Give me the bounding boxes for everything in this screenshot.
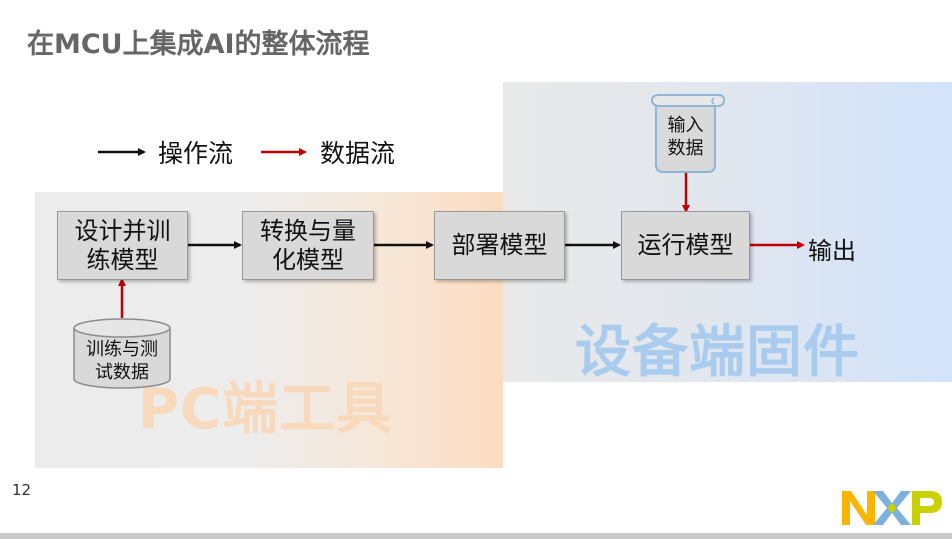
pc-tools-label: PC端工具 xyxy=(138,377,394,442)
legend-data-flow-label: 数据流 xyxy=(320,139,396,168)
dataset-label-line1: 训练与测 xyxy=(86,339,158,360)
node-design-train-line1: 设计并训 xyxy=(74,216,171,245)
footer-bar xyxy=(0,533,952,539)
node-deploy-model: 部署模型 xyxy=(434,211,565,280)
slide-title: 在MCU上集成AI的整体流程 xyxy=(27,29,370,60)
node-design-train-line2: 练模型 xyxy=(86,245,159,274)
nxp-logo xyxy=(842,491,942,525)
node-convert-quantize-line1: 转换与量 xyxy=(260,216,356,245)
device-firmware-label: 设备端固件 xyxy=(575,320,860,385)
node-deploy-label: 部署模型 xyxy=(451,231,548,260)
node-output-label: 输出 xyxy=(808,237,856,265)
node-convert-quantize-line2: 化模型 xyxy=(272,245,344,274)
input-data-line2: 数据 xyxy=(667,138,704,160)
dataset-cylinder xyxy=(73,318,171,389)
dataset-label: 训练与测 试数据 xyxy=(74,338,170,385)
legend-control-flow-label: 操作流 xyxy=(158,139,234,168)
node-run-model: 运行模型 xyxy=(621,211,750,280)
input-data-scroll xyxy=(650,94,726,173)
node-design-train-model: 设计并训 练模型 xyxy=(57,211,188,280)
input-data-line1: 输入 xyxy=(667,115,704,136)
page-number: 12 xyxy=(12,481,32,499)
dataset-label-line2: 试数据 xyxy=(95,362,149,384)
node-convert-quantize-model: 转换与量 化模型 xyxy=(242,211,374,280)
node-run-label: 运行模型 xyxy=(637,231,734,260)
input-data-label: 输入 数据 xyxy=(656,114,715,161)
